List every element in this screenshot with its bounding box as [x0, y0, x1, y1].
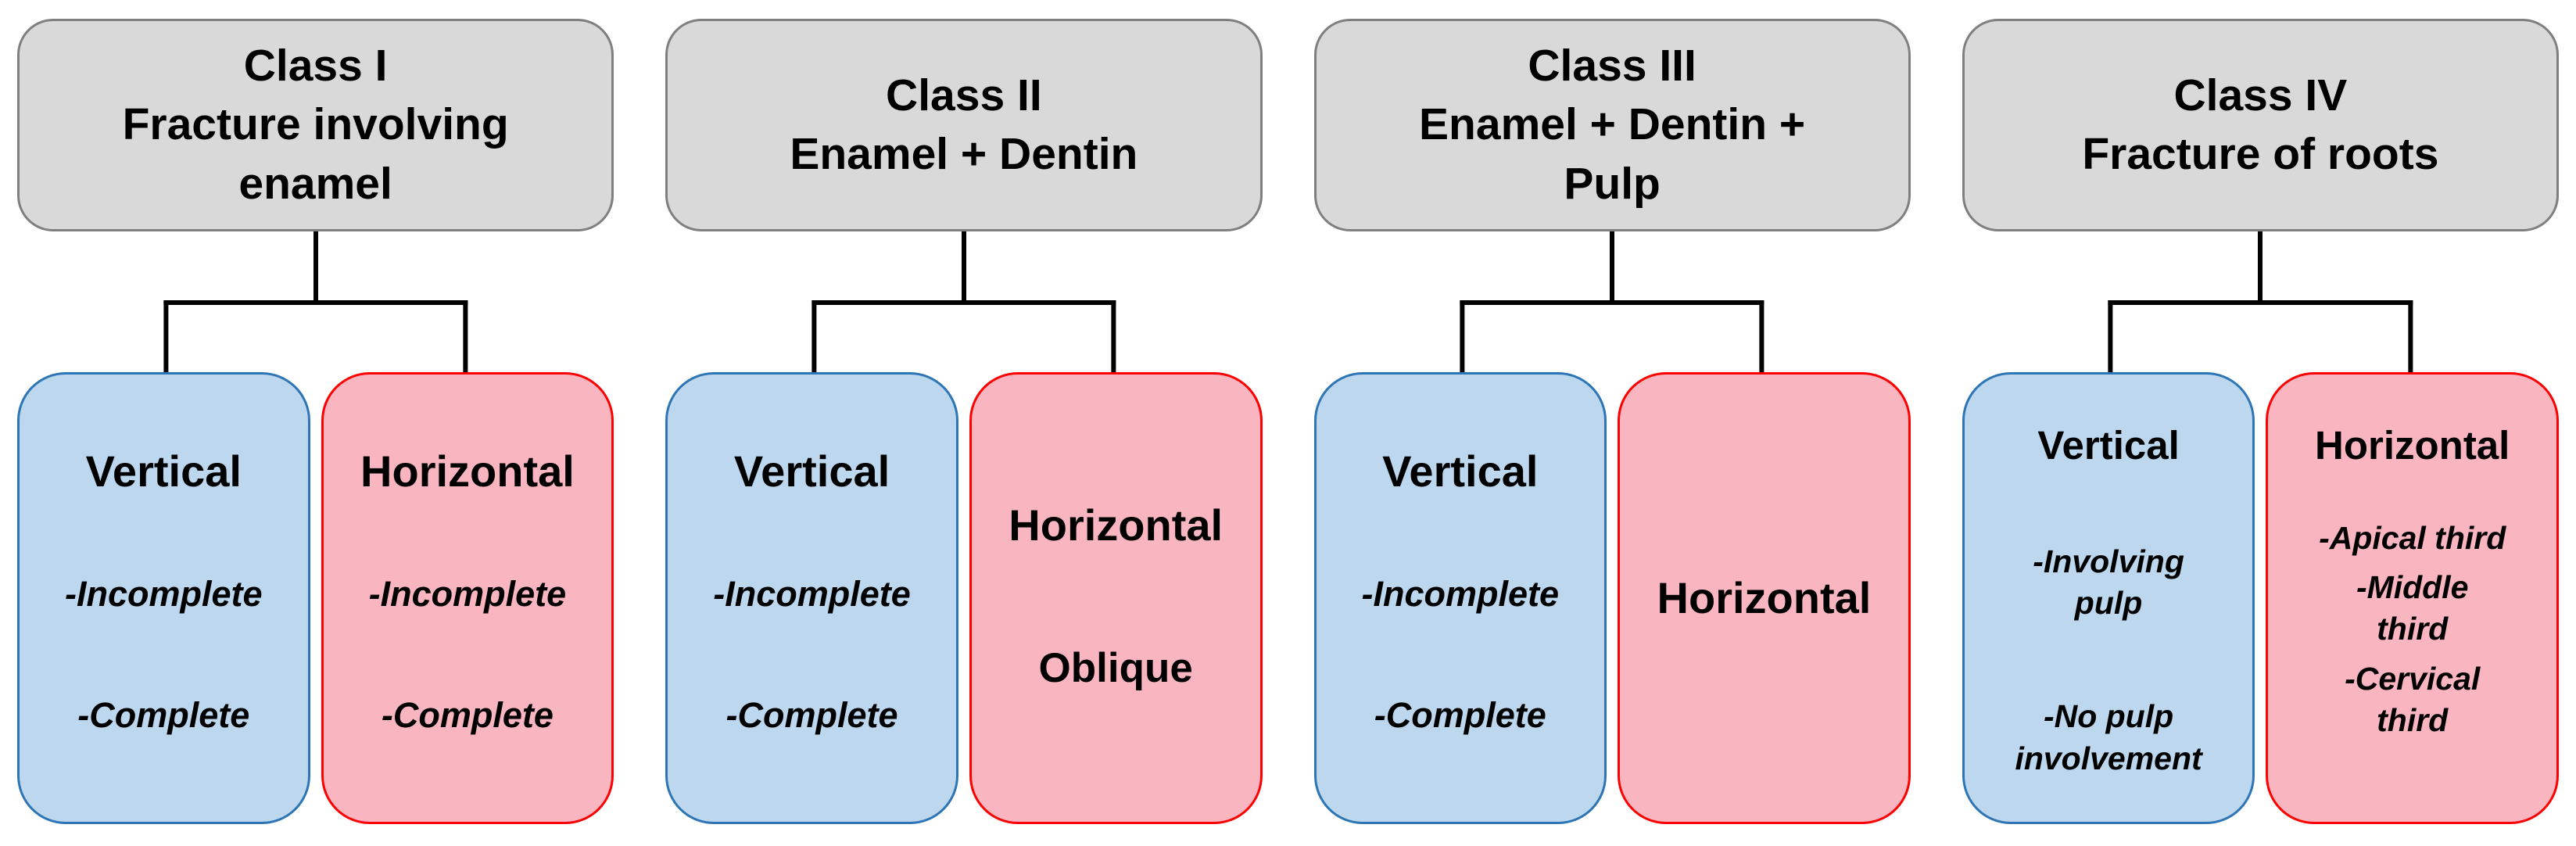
- class-iv-column: Class IV Fracture of roots Vertical -Inv…: [1962, 19, 2559, 824]
- class-i-connector: [17, 231, 614, 372]
- class-iii-children: Vertical -Incomplete -Complete Horizonta…: [1313, 372, 1911, 824]
- horizontal-title: Horizontal: [1009, 500, 1224, 550]
- connector-branch: [1460, 300, 1765, 372]
- class-iv-children: Vertical -Involving pulp -No pulp involv…: [1962, 372, 2559, 824]
- class-i-horizontal-box: Horizontal -Incomplete -Complete: [321, 372, 614, 824]
- class-ii-header: Class II Enamel + Dentin: [665, 19, 1263, 231]
- fracture-type-item: -Cervical third: [2345, 660, 2481, 738]
- fracture-type-item: -Complete: [726, 694, 898, 735]
- fracture-type-item: -Middle third: [2356, 568, 2469, 647]
- vertical-title: Vertical: [2037, 423, 2180, 468]
- fracture-type-item: -Incomplete: [713, 574, 911, 615]
- fracture-type-item: -No pulp involvement: [2015, 698, 2202, 776]
- fracture-type-item: Oblique: [1038, 644, 1193, 691]
- fracture-type-item: -Involving pulp: [2033, 543, 2184, 621]
- class-ii-vertical-box: Vertical -Incomplete -Complete: [665, 372, 958, 824]
- connector-branch: [811, 300, 1116, 372]
- class-iv-connector: [1962, 231, 2559, 372]
- fracture-type-item: -Incomplete: [65, 574, 263, 615]
- fracture-type-item: -Apical third: [2319, 519, 2506, 556]
- class-i-column: Class I Fracture involving enamel Vertic…: [17, 19, 614, 824]
- horizontal-title: Horizontal: [360, 446, 575, 496]
- connector-branch: [2108, 300, 2413, 372]
- class-iii-connector: [1314, 231, 1911, 372]
- class-ii-column: Class II Enamel + Dentin Vertical -Incom…: [665, 19, 1263, 824]
- horizontal-title: Horizontal: [1657, 572, 1872, 622]
- class-i-children: Vertical -Incomplete -Complete Horizonta…: [17, 372, 614, 824]
- fracture-type-item: -Incomplete: [1361, 574, 1560, 615]
- class-iv-horizontal-box: Horizontal -Apical third -Middle third -…: [2266, 372, 2559, 824]
- class-i-header: Class I Fracture involving enamel: [17, 19, 614, 231]
- class-ii-children: Vertical -Incomplete -Complete Horizonta…: [665, 372, 1263, 824]
- class-i-vertical-box: Vertical -Incomplete -Complete: [17, 372, 310, 824]
- class-iv-header: Class IV Fracture of roots: [1962, 19, 2559, 231]
- fracture-type-item: -Complete: [77, 694, 250, 735]
- connector-stem: [2258, 231, 2263, 303]
- connector-stem: [961, 231, 966, 303]
- class-iii-header: Class III Enamel + Dentin + Pulp: [1313, 19, 1911, 231]
- class-ii-connector: [665, 231, 1262, 372]
- vertical-title: Vertical: [1382, 446, 1539, 496]
- vertical-title: Vertical: [85, 446, 242, 496]
- fracture-type-item: -Incomplete: [368, 574, 567, 615]
- class-iii-horizontal-box: Horizontal: [1618, 372, 1911, 824]
- connector-stem: [313, 231, 318, 303]
- vertical-title: Vertical: [733, 446, 890, 496]
- connector-branch: [163, 300, 468, 372]
- class-iii-vertical-box: Vertical -Incomplete -Complete: [1313, 372, 1607, 824]
- connector-stem: [1610, 231, 1615, 303]
- class-iv-vertical-box: Vertical -Involving pulp -No pulp involv…: [1962, 372, 2255, 824]
- class-iii-column: Class III Enamel + Dentin + Pulp Vertica…: [1313, 19, 1911, 824]
- fracture-type-item: -Complete: [1374, 694, 1546, 735]
- fracture-type-item: -Complete: [381, 694, 554, 735]
- horizontal-title: Horizontal: [2315, 423, 2510, 468]
- class-ii-horizontal-box: Horizontal Oblique: [969, 372, 1263, 824]
